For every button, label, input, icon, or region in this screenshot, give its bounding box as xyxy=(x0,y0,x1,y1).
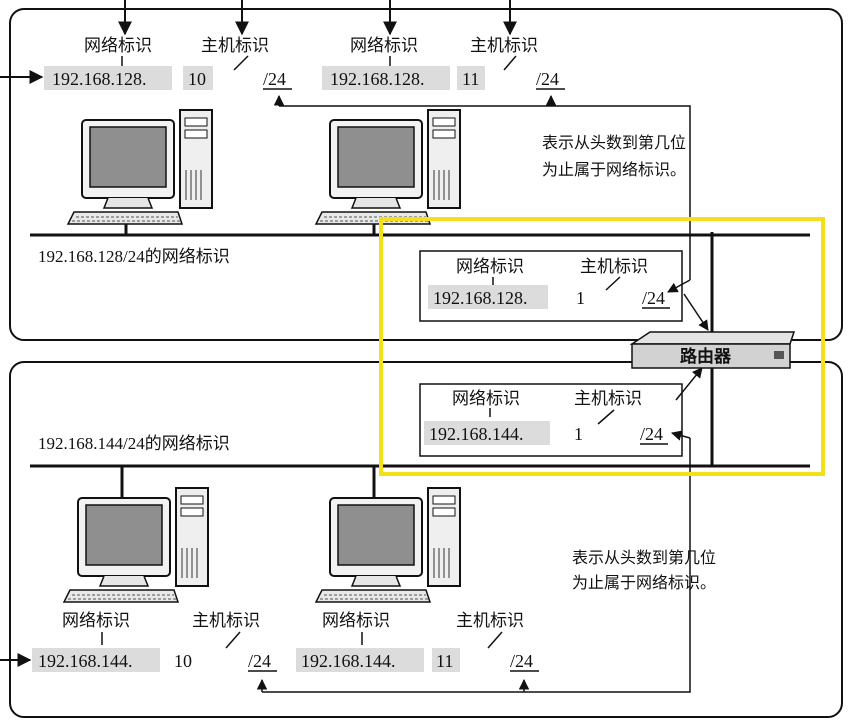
top-segment-frame xyxy=(9,8,843,341)
address-host-part: 10 xyxy=(188,69,206,89)
address-host-part: 11 xyxy=(462,69,479,89)
network-caption: 192.168.128/24的网络标识 xyxy=(38,247,230,266)
address-host-part: 11 xyxy=(436,651,453,671)
address-host-part: 1 xyxy=(574,424,583,444)
computer-icon xyxy=(63,487,209,603)
address-network-part: 192.168.128. xyxy=(330,69,425,89)
address-network-part: 192.168.144. xyxy=(301,651,396,671)
router-icon xyxy=(629,331,796,369)
computer-icon xyxy=(315,109,461,225)
prefix-length: /24 xyxy=(510,651,533,671)
network-id-label: 网络标识 xyxy=(456,257,524,277)
router-interface-box xyxy=(419,383,683,457)
host-id-label: 主机标识 xyxy=(580,257,648,277)
prefix-length: /24 xyxy=(263,69,286,89)
prefix-note: 表示从头数到第几位 xyxy=(542,133,686,152)
network-id-label: 网络标识 xyxy=(84,36,152,56)
prefix-note: 为止属于网络标识。 xyxy=(542,160,686,179)
network-caption: 192.168.144/24的网络标识 xyxy=(38,434,230,453)
router-interface-box xyxy=(419,250,683,322)
prefix-note: 表示从头数到第几位 xyxy=(572,548,716,567)
bottom-segment-frame xyxy=(9,361,843,718)
address-network-part: 192.168.128. xyxy=(433,288,528,308)
address-host-part: 1 xyxy=(576,288,585,308)
prefix-length: /24 xyxy=(640,424,663,444)
host-id-label: 主机标识 xyxy=(470,36,538,56)
network-id-label: 网络标识 xyxy=(322,611,390,631)
host-id-label: 主机标识 xyxy=(192,611,260,631)
router-label: 路由器 xyxy=(680,346,732,367)
computer-icon xyxy=(315,487,461,603)
network-id-label: 网络标识 xyxy=(62,611,130,631)
host-id-label: 主机标识 xyxy=(201,36,269,56)
host-id-label: 主机标识 xyxy=(574,389,642,409)
network-id-label: 网络标识 xyxy=(452,389,520,409)
computer-icon xyxy=(67,109,213,225)
router-highlight-box xyxy=(379,217,825,476)
host-id-label: 主机标识 xyxy=(456,611,524,631)
prefix-note: 为止属于网络标识。 xyxy=(572,573,716,592)
address-host-part: 10 xyxy=(174,651,192,671)
prefix-length: /24 xyxy=(248,651,271,671)
network-id-label: 网络标识 xyxy=(350,36,418,56)
prefix-length: /24 xyxy=(642,288,665,308)
address-network-part: 192.168.144. xyxy=(429,424,524,444)
prefix-length: /24 xyxy=(536,69,559,89)
address-network-part: 192.168.144. xyxy=(38,651,133,671)
address-network-part: 192.168.128. xyxy=(52,69,147,89)
